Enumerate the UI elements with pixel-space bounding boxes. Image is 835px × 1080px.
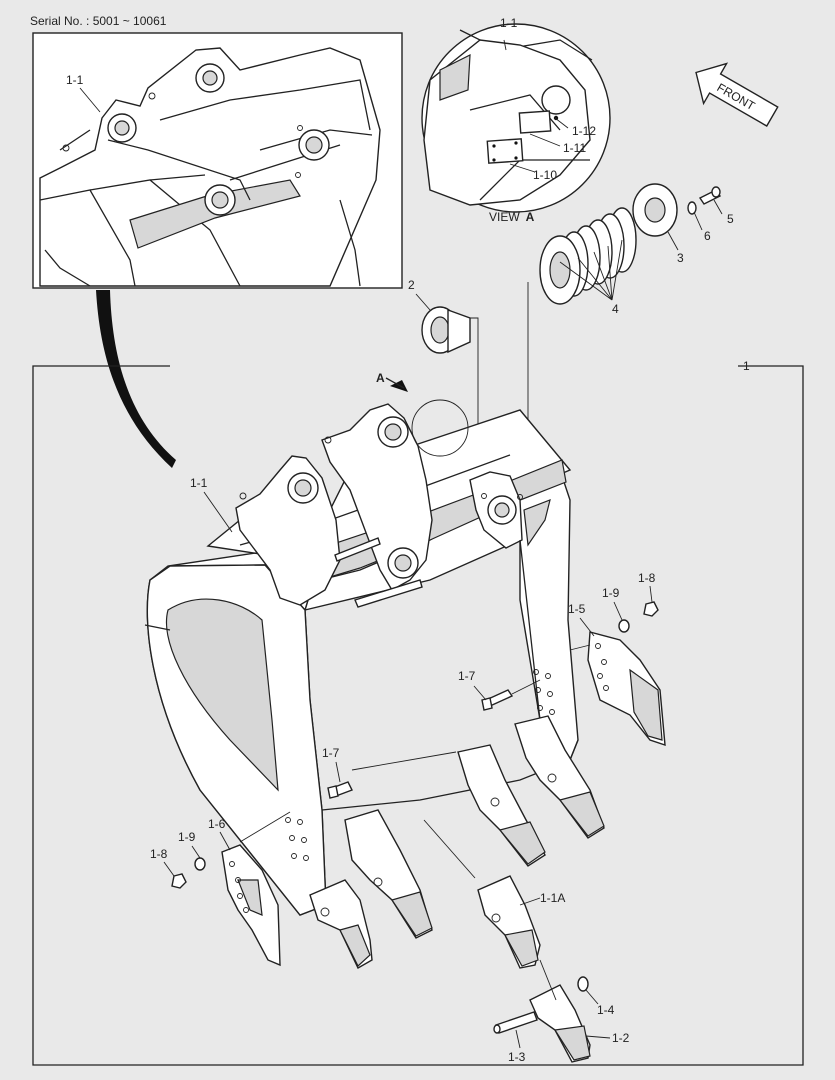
nut-1-8-right bbox=[643, 601, 659, 617]
bolt-5 bbox=[698, 186, 722, 205]
nut-1-8-left bbox=[171, 873, 187, 889]
side-cutter-1-6 bbox=[221, 844, 281, 967]
side-cutter-1-5 bbox=[587, 631, 666, 747]
serial-number-label: Serial No. : 5001 ~ 10061 bbox=[30, 14, 167, 28]
detail-box bbox=[32, 32, 403, 289]
side-holes-right bbox=[533, 669, 555, 715]
view-a-detail bbox=[421, 23, 611, 213]
view-a-arrow bbox=[390, 380, 408, 392]
bolt-1-7-left bbox=[327, 781, 353, 799]
callout-1-7-left: 1-7 bbox=[322, 746, 340, 760]
view-a-marker-circle bbox=[411, 399, 469, 457]
callout-5: 5 bbox=[727, 212, 734, 226]
callout-1-9-left: 1-9 bbox=[178, 830, 196, 844]
callout-1-2: 1-2 bbox=[612, 1031, 630, 1045]
bolt-1-7-right bbox=[481, 689, 514, 711]
callout-1-1-detail: 1-1 bbox=[66, 73, 84, 87]
lock-1-4 bbox=[577, 976, 589, 992]
front-arrow: FRONT bbox=[695, 62, 779, 127]
callout-1-1-view: 1-1 bbox=[500, 16, 518, 30]
callout-1-5: 1-5 bbox=[568, 602, 586, 616]
callout-1-10: 1-10 bbox=[533, 168, 557, 182]
washer-1-9-right bbox=[618, 619, 630, 633]
plate-3 bbox=[632, 183, 678, 237]
callout-1-1-main: 1-1 bbox=[190, 476, 208, 490]
side-holes-left bbox=[285, 817, 309, 861]
callout-1-8-right: 1-8 bbox=[638, 571, 656, 585]
assembly-frame bbox=[32, 365, 804, 1066]
callout-2: 2 bbox=[408, 278, 415, 292]
callout-1-11: 1-11 bbox=[563, 141, 586, 155]
callout-1-8-left: 1-8 bbox=[150, 847, 168, 861]
bucket-body bbox=[144, 403, 579, 916]
callout-1-9-right: 1-9 bbox=[602, 586, 620, 600]
callout-3: 3 bbox=[677, 251, 684, 265]
washer-1-9-left bbox=[194, 857, 206, 871]
bushing-2 bbox=[421, 306, 471, 354]
view-a-letter: A bbox=[376, 371, 385, 385]
callout-1-6: 1-6 bbox=[208, 817, 226, 831]
tooth-adapters bbox=[309, 715, 605, 969]
pin-1-3 bbox=[493, 1011, 538, 1034]
callout-6: 6 bbox=[704, 229, 711, 243]
callout-1: 1 bbox=[743, 359, 750, 373]
callout-4: 4 bbox=[612, 302, 619, 316]
tooth-1-2 bbox=[529, 984, 591, 1063]
callout-1-1A: 1-1A bbox=[540, 891, 565, 905]
callout-1-12: 1-12 bbox=[572, 124, 596, 138]
tooth-1-1a bbox=[477, 875, 541, 969]
detail-pointer-arrow bbox=[96, 290, 176, 468]
washer-6 bbox=[687, 201, 697, 215]
callout-1-3: 1-3 bbox=[508, 1050, 526, 1064]
callout-1-7-right: 1-7 bbox=[458, 669, 476, 683]
callout-1-4: 1-4 bbox=[597, 1003, 615, 1017]
shim-stack bbox=[539, 207, 637, 305]
